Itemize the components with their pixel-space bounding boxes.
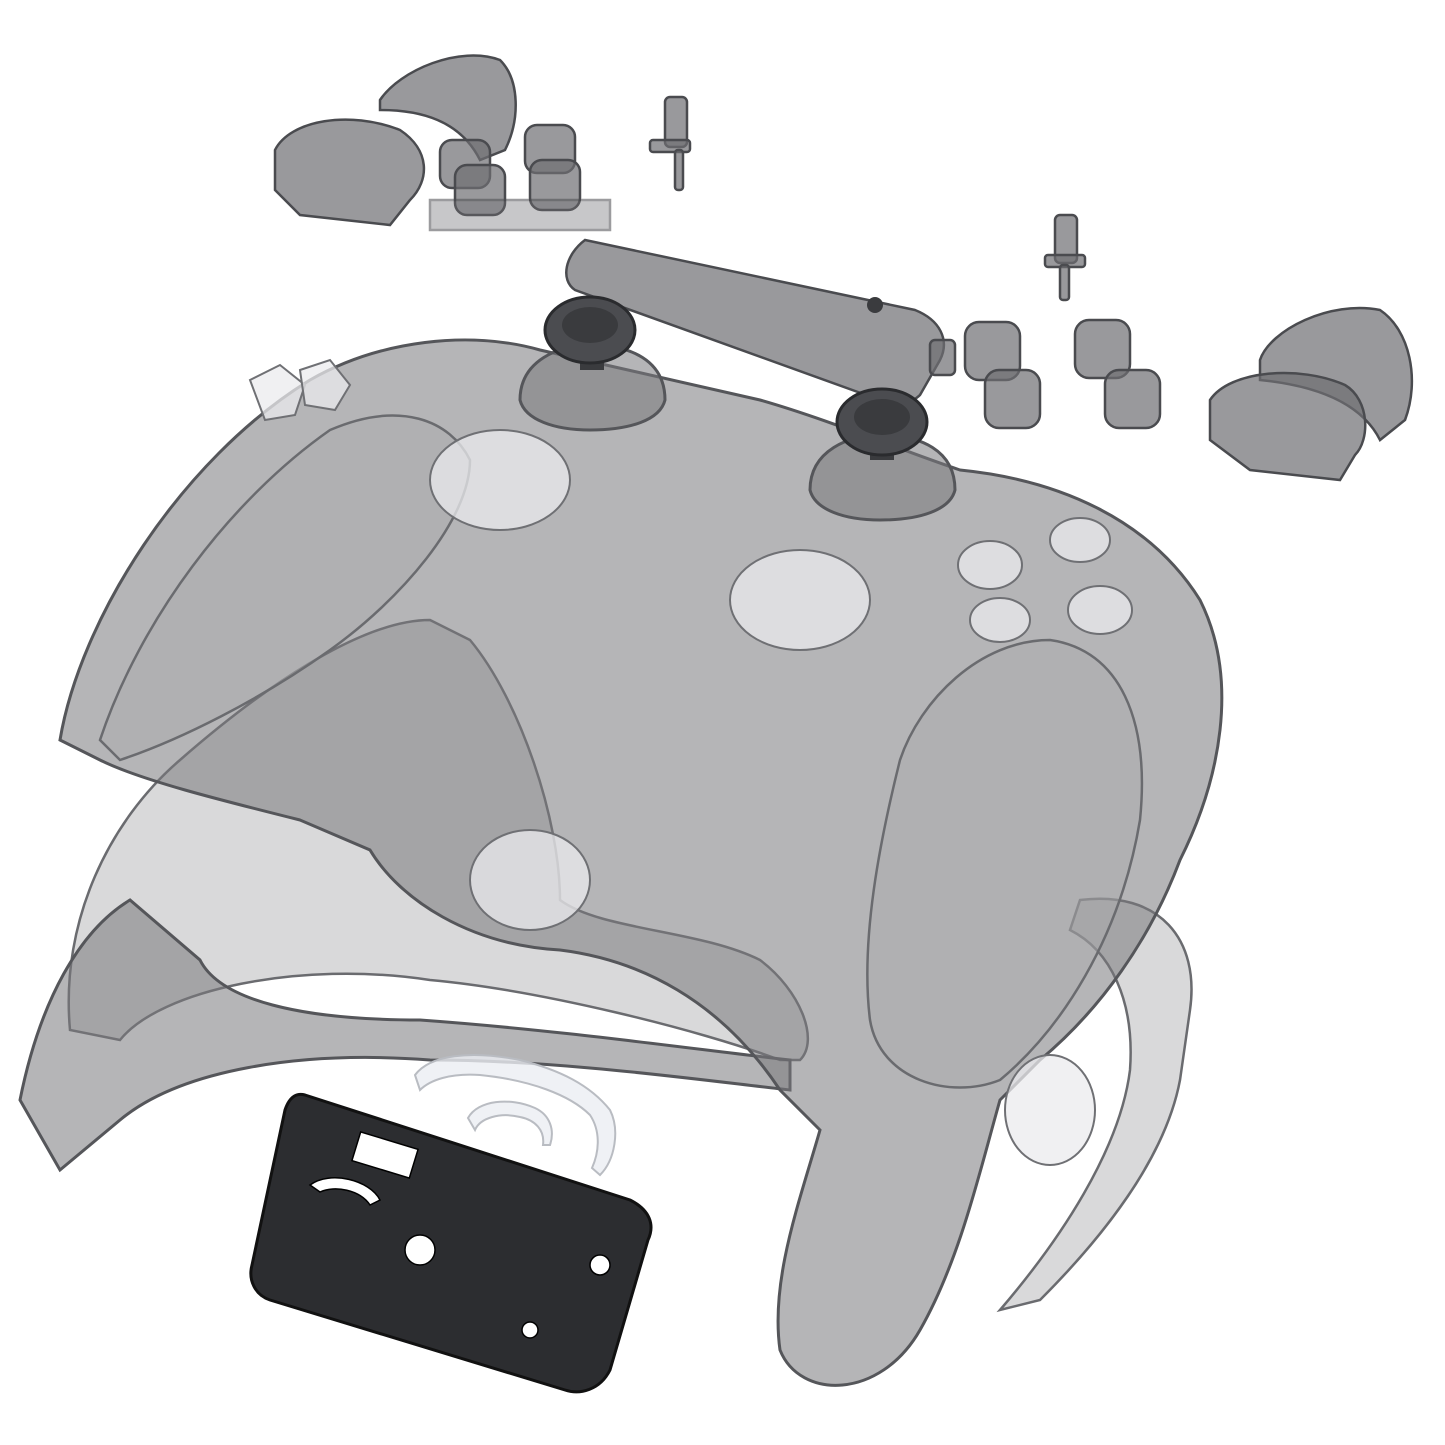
left-trigger-bumper (273, 54, 517, 227)
light-bars (413, 1054, 617, 1177)
dpad-hole (248, 363, 307, 422)
dpad-buttons (428, 123, 612, 232)
left-thumbstick (518, 295, 667, 432)
face-buttons (928, 318, 1162, 430)
right-stick-well (729, 549, 871, 651)
battery-holder (249, 1092, 653, 1394)
front-shell (58, 338, 1224, 1387)
grip-cutout (1004, 1054, 1096, 1166)
dpad-hole (298, 358, 352, 412)
face-button-hole (969, 597, 1031, 643)
options-button (1043, 213, 1087, 302)
face-button-hole (1067, 585, 1133, 635)
left-stick-well (429, 429, 571, 531)
center-cutout (469, 829, 591, 931)
right-thumbstick (808, 387, 957, 522)
right-trigger-bumper (1208, 306, 1414, 482)
face-button-hole (957, 540, 1023, 590)
face-button-hole (1049, 517, 1111, 563)
create-button (648, 95, 692, 192)
